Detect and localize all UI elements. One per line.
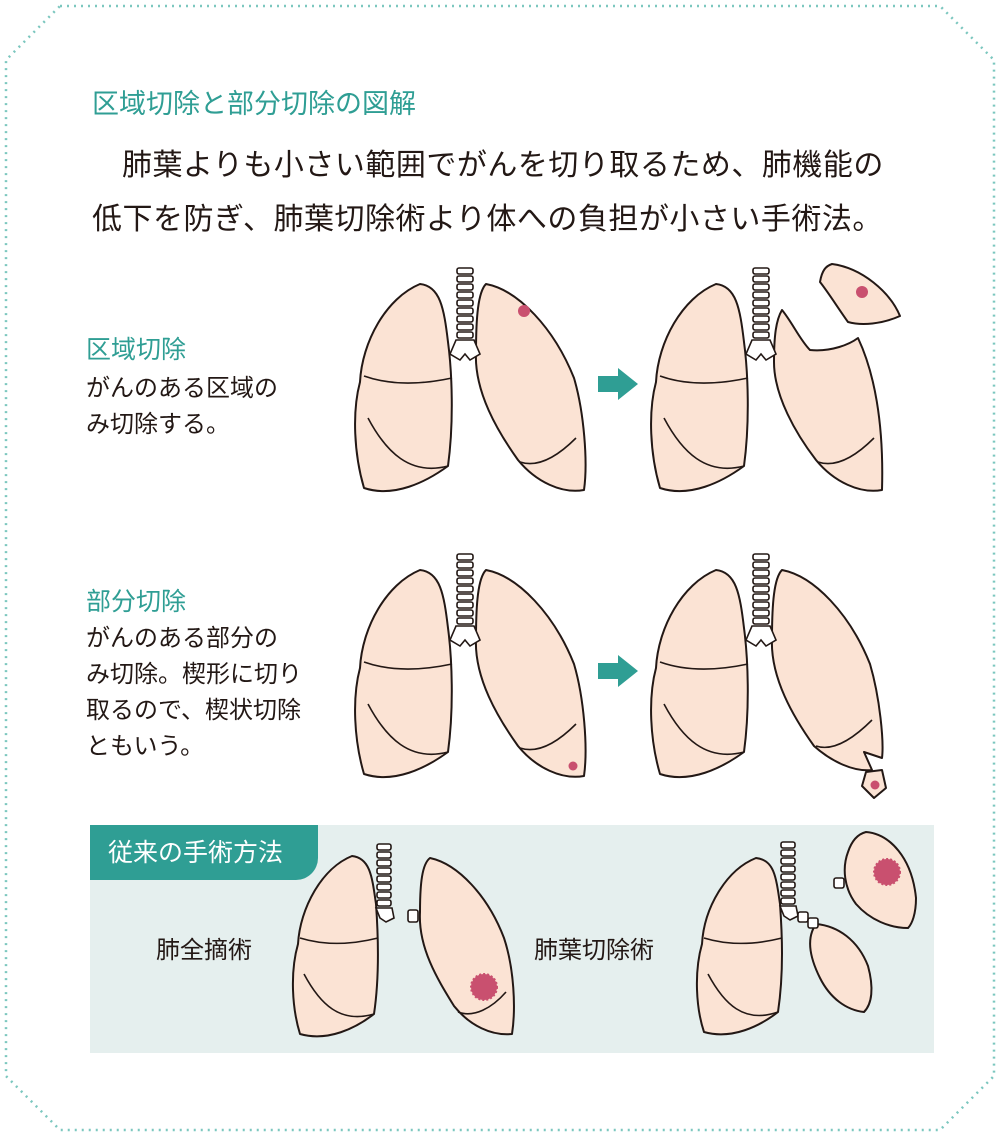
lobectomy-label: 肺葉切除術: [534, 936, 654, 964]
trachea: [778, 841, 845, 929]
right-lung: [650, 569, 749, 779]
wedge-resection-description: がんのある部分の み切除。楔形に切り 取るので、楔状切除 ともいう。: [86, 620, 302, 764]
right-lung: [354, 569, 453, 779]
trachea: [448, 267, 482, 362]
segmentectomy-heading: 区域切除: [86, 335, 187, 364]
arrow-icon: [598, 368, 638, 400]
intro-line-2: 低下を防ぎ、肺葉切除術より体への負担が小さい手術法。: [92, 202, 883, 237]
left-lung: [474, 569, 587, 778]
segmentectomy-description: がんのある区域の み切除する。: [86, 370, 278, 442]
wedge-desc-line: ともいう。: [86, 732, 205, 760]
pneumonectomy-label: 肺全摘術: [156, 936, 252, 964]
wedge-resection-heading: 部分切除: [86, 587, 187, 616]
trachea: [374, 843, 419, 923]
right-lung: [695, 857, 783, 1036]
right-lung: [354, 283, 453, 493]
tumor-marker: [873, 858, 901, 886]
trachea: [744, 553, 778, 648]
lungs-before-segmentectomy: [354, 267, 587, 493]
lungs-pneumonectomy: [291, 843, 515, 1038]
remaining-left-lobe: [809, 923, 873, 1013]
segmentectomy-desc-line: み切除する。: [86, 410, 230, 438]
lungs-after-wedge-resection: [650, 553, 887, 799]
intro-line-1: 肺葉よりも小さい範囲でがんを切り取るため、肺機能の: [122, 148, 884, 183]
lungs-after-segmentectomy: [650, 263, 901, 493]
right-lung: [650, 283, 749, 493]
right-lung: [291, 855, 379, 1038]
wedge-desc-line: み切除。楔形に切り: [86, 660, 302, 688]
trachea: [744, 267, 778, 362]
wedge-desc-line: 取るので、楔状切除: [86, 696, 302, 724]
wedge-desc-line: がんのある部分の: [86, 624, 278, 652]
tumor-marker: [856, 286, 868, 298]
lungs-before-wedge-resection: [354, 553, 587, 779]
left-lung: [474, 283, 587, 492]
left-lung-resected: [773, 309, 884, 492]
tumor-marker: [568, 761, 578, 771]
page-title: 区域切除と部分切除の図解: [92, 89, 416, 120]
left-lung-wedge-cut: [770, 569, 884, 772]
trachea: [448, 553, 482, 648]
tumor-marker: [518, 305, 530, 317]
segmentectomy-desc-line: がんのある区域の: [86, 374, 278, 402]
tumor-marker: [470, 973, 498, 1001]
lungs-lobectomy: [695, 831, 917, 1036]
left-lung-removed: [418, 857, 515, 1036]
conventional-badge: 従来の手術方法: [90, 825, 318, 880]
arrow-icon: [598, 655, 638, 687]
tumor-marker: [870, 780, 880, 790]
